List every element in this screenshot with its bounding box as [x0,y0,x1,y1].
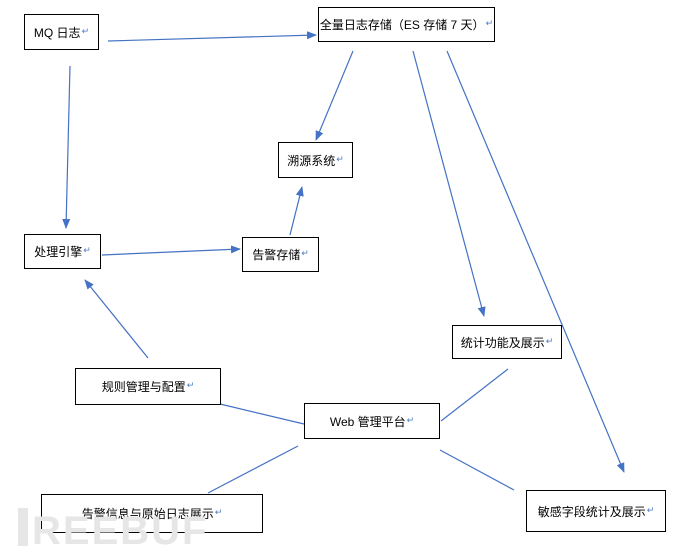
edge-web-sensitive [439,449,515,491]
node-alarm-info-display: 告警信息与原始日志展示↵ [41,494,263,533]
edge-rules-to-engine [84,279,149,359]
node-processing-engine: 处理引擎↵ [24,234,101,269]
node-stats-display-label: 统计功能及展示 [460,335,545,350]
node-trace-system: 溯源系统↵ [278,142,353,178]
paragraph-mark: ↵ [81,25,90,36]
edge-web-stats [440,368,509,422]
paragraph-mark: ↵ [214,507,223,517]
paragraph-mark: ↵ [545,335,554,346]
paragraph-mark: ↵ [646,504,655,515]
node-web-platform: Web 管理平台↵ [304,403,440,439]
edge-web-alarm-show [207,445,299,494]
node-mq-log-label: MQ 日志 [33,25,81,40]
edge-engine-to-alarm-store [101,245,241,256]
paragraph-mark: ↵ [485,18,494,28]
freebuf-watermark: REEBUF [18,508,208,552]
edge-alarm-store-to-trace [289,186,304,236]
node-processing-engine-label: 处理引擎 [34,245,83,259]
node-sensitive-field-stats-label: 敏感字段统计及展示 [537,504,646,519]
paragraph-mark: ↵ [336,153,344,164]
paragraph-mark: ↵ [186,380,195,390]
paragraph-mark: ↵ [301,248,309,258]
node-stats-display: 统计功能及展示↵ [452,325,562,359]
node-web-platform-label: Web 管理平台 [329,414,406,429]
watermark-text: REEBUF [32,509,208,552]
node-full-log-storage-label: 全量日志存储（ES 存储 7 天） [319,18,485,32]
edge-rules-web [219,403,305,425]
watermark-logo-mark [18,508,28,546]
node-trace-system-label: 溯源系统 [287,153,336,168]
node-mq-log: MQ 日志↵ [24,14,99,50]
paragraph-mark: ↵ [406,414,415,425]
edge-mq-to-full-log [107,31,317,42]
node-sensitive-field-stats: 敏感字段统计及展示↵ [526,490,666,532]
paragraph-mark: ↵ [83,245,91,255]
edge-mq-to-engine [62,65,71,229]
edge-full-log-to-trace [315,50,354,141]
edge-full-log-to-stats [412,50,486,317]
node-alarm-storage: 告警存储↵ [242,237,319,272]
node-alarm-storage-label: 告警存储 [252,248,301,262]
node-full-log-storage: 全量日志存储（ES 存储 7 天）↵ [318,7,495,42]
node-rule-management: 规则管理与配置↵ [75,368,221,405]
node-alarm-info-display-label: 告警信息与原始日志展示 [81,507,214,521]
node-rule-management-label: 规则管理与配置 [101,380,186,394]
edge-full-log-to-sensitive [446,50,625,473]
